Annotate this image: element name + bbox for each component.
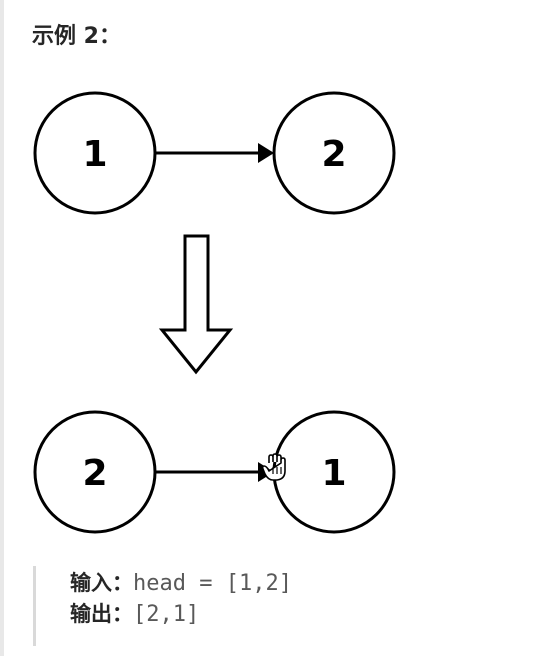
- node-value: 2: [82, 453, 107, 494]
- list-node: 1: [272, 410, 396, 534]
- hand-cursor-icon: [261, 453, 286, 481]
- arrow-head: [258, 143, 274, 163]
- node-value: 2: [321, 134, 346, 175]
- node-value: 1: [321, 453, 346, 494]
- input-label: 输入：: [70, 571, 133, 595]
- list-node: 2: [272, 91, 396, 215]
- list-node: 1: [33, 91, 157, 215]
- input-value: head = [1,2]: [133, 571, 292, 596]
- down-arrow-icon: [158, 234, 234, 375]
- output-label: 输出：: [70, 602, 133, 626]
- input-line: 输入：head = [1,2]: [70, 569, 433, 597]
- node-value: 1: [82, 134, 107, 175]
- content-left-border: [0, 0, 4, 656]
- example-heading: 示例 2：: [32, 24, 121, 49]
- list-node: 2: [33, 410, 157, 534]
- example-io-block: 输入：head = [1,2] 输出：[2,1]: [33, 566, 433, 646]
- before-list: 1 2: [33, 91, 396, 215]
- output-line: 输出：[2,1]: [70, 600, 433, 628]
- linked-list-diagram: 1 2 2 1: [33, 91, 396, 534]
- output-value: [2,1]: [133, 602, 200, 627]
- after-list: 2 1: [33, 410, 396, 534]
